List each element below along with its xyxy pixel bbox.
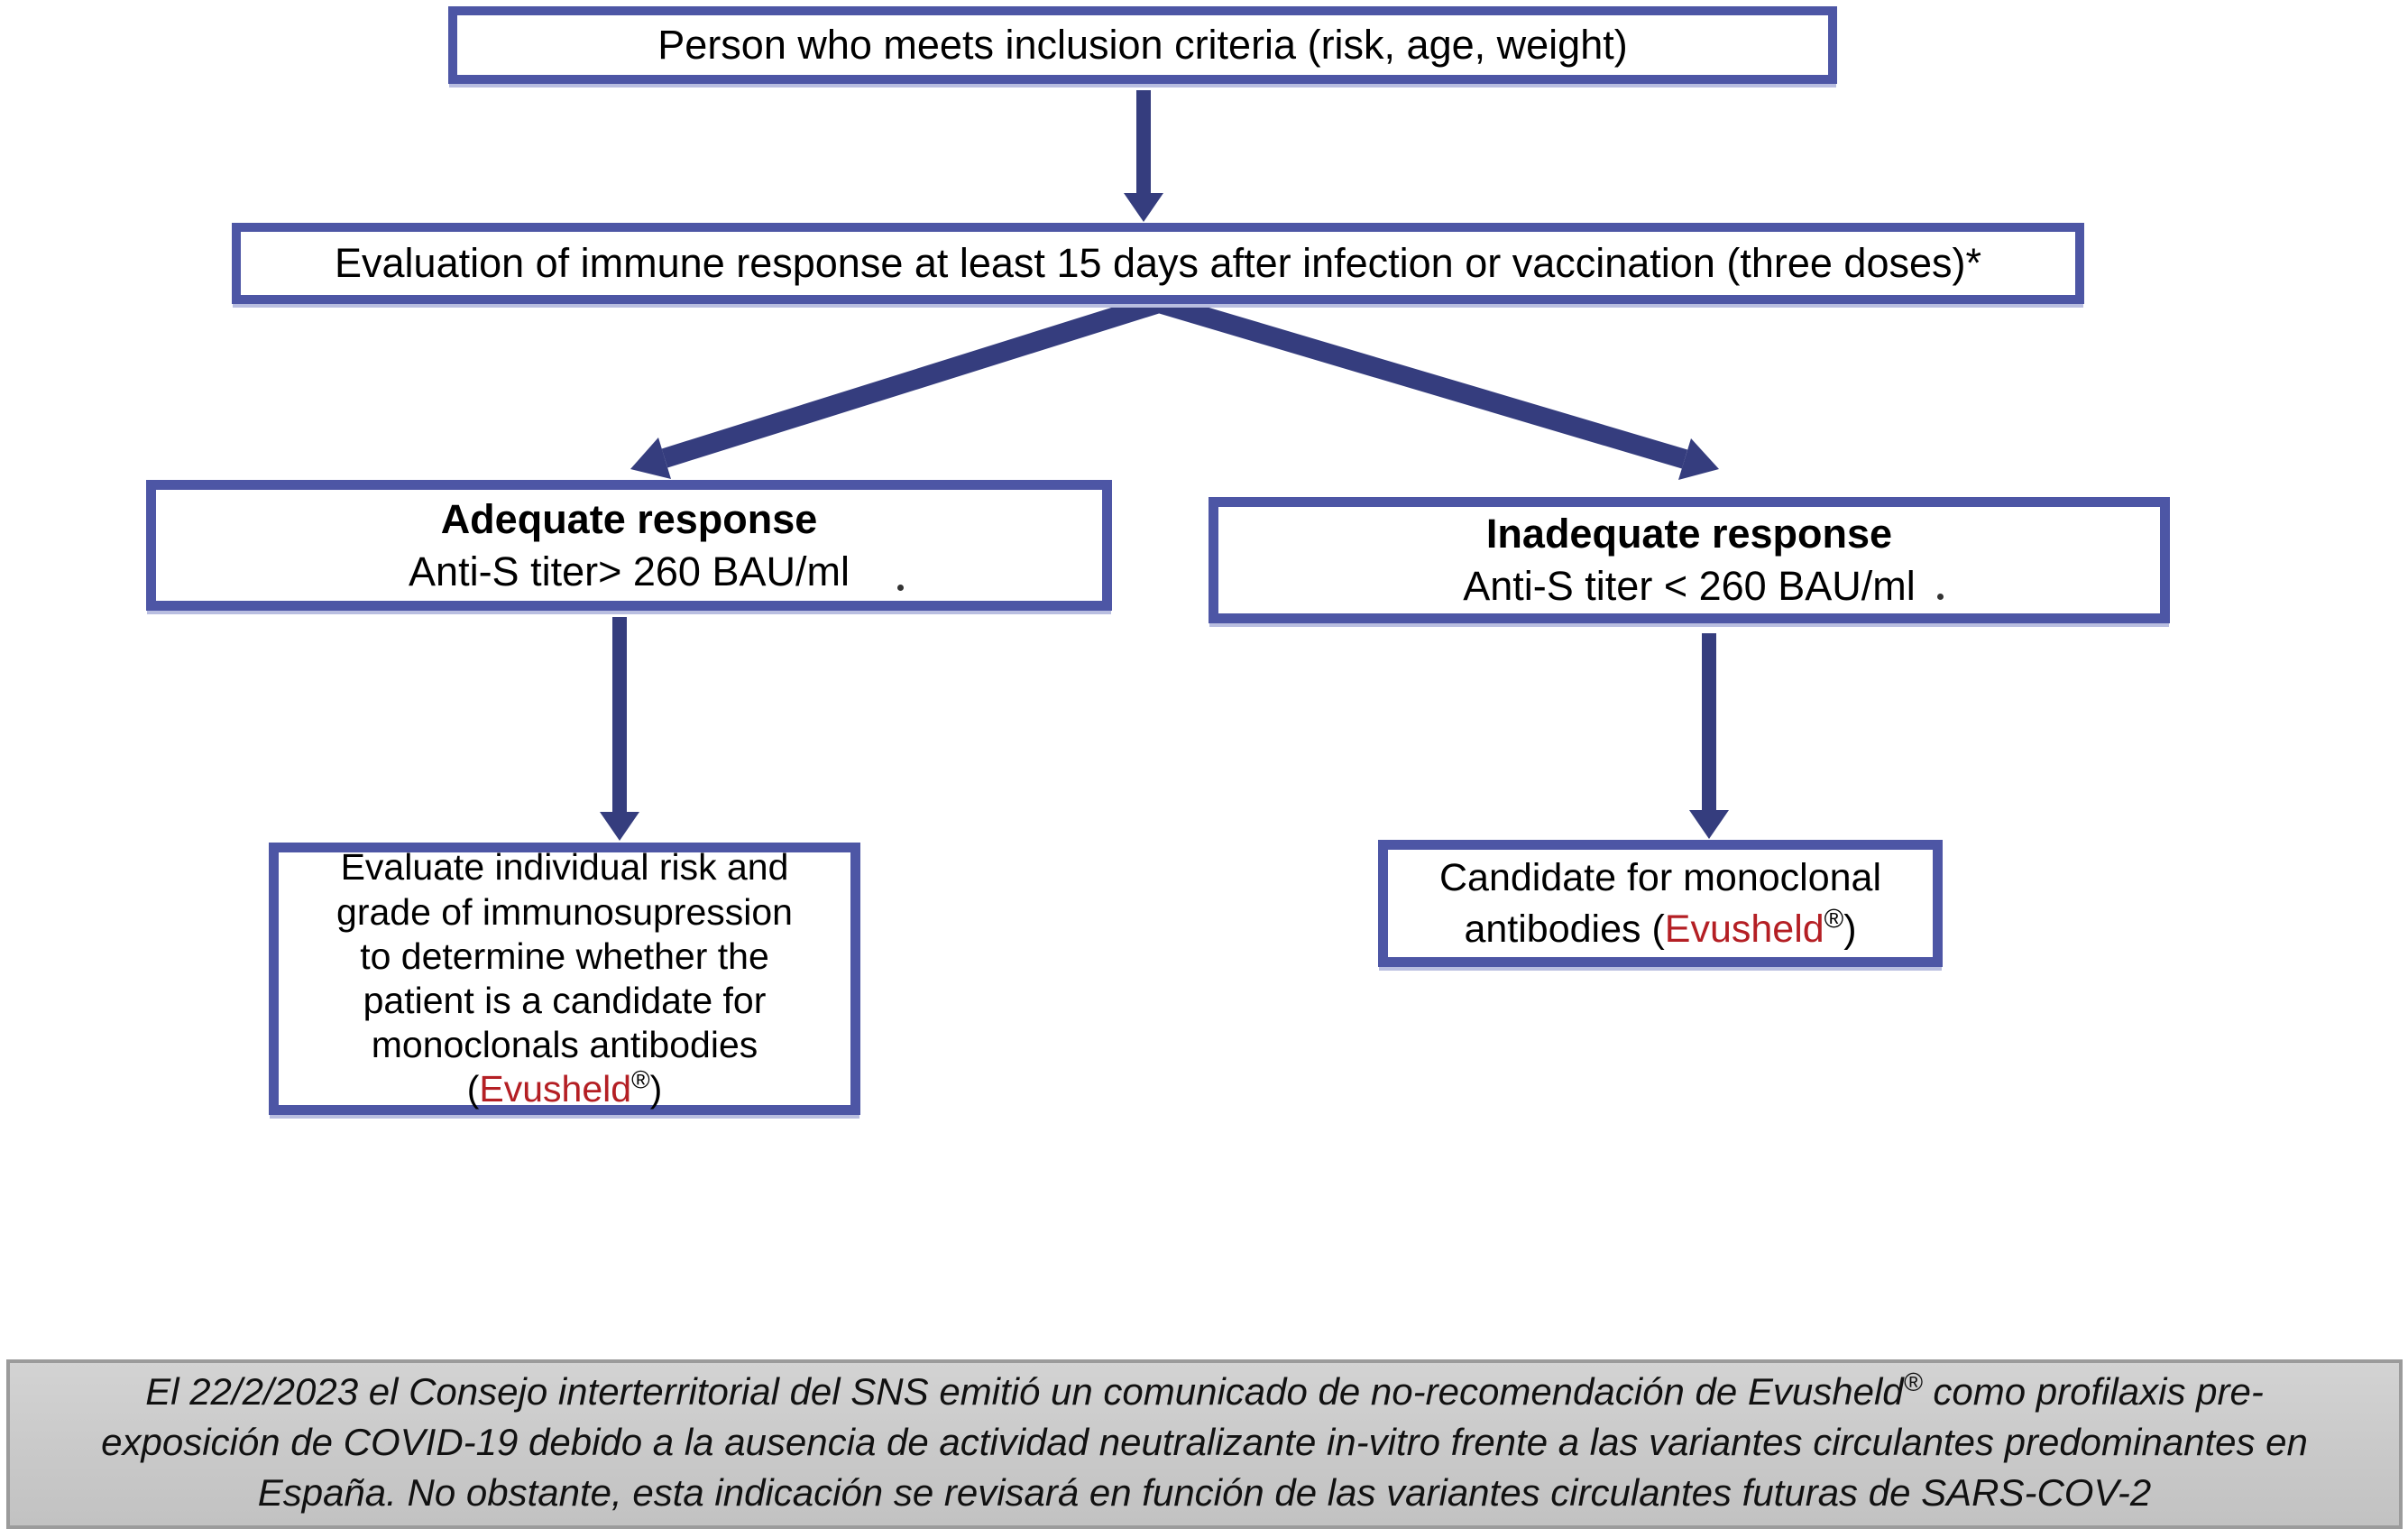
individual-risk-brand-line: (Evusheld®): [467, 1067, 663, 1111]
adequate-response-box: Adequate response Anti-S titer> 260 BAU/…: [146, 480, 1112, 611]
footnote-line2: exposición de COVID-19 debido a la ausen…: [101, 1421, 2308, 1464]
footnote-line1: El 22/2/2023 el Consejo interterritorial…: [145, 1367, 2264, 1417]
footnote-line3: España. No obstante, esta indicación se …: [257, 1470, 2152, 1514]
candidate-line2-suffix: ): [1843, 907, 1857, 951]
footnote-line1-suffix: como profilaxis pre-: [1922, 1370, 2264, 1414]
immune-evaluation-box: Evaluation of immune response at least 1…: [232, 223, 2084, 304]
arrow-inclusion-to-evaluation-icon: [1124, 90, 1163, 222]
inclusion-criteria-box: Person who meets inclusion criteria (ris…: [448, 6, 1837, 84]
monoclonal-candidate-line1: Candidate for monoclonal: [1438, 855, 1882, 899]
arrow-evaluation-to-inadequate-icon: [1155, 293, 1719, 480]
candidate-line2-prefix: antibodies (: [1464, 907, 1665, 951]
individual-risk-line: grade of immunosupression: [336, 890, 793, 933]
evusheld-brand: Evusheld: [1664, 907, 1824, 951]
individual-risk-box: Evaluate individual risk and grade of im…: [269, 843, 860, 1115]
registered-mark-icon: ®: [631, 1065, 650, 1094]
paren-open: (: [466, 1068, 480, 1110]
individual-risk-line: Evaluate individual risk and: [340, 846, 789, 889]
footnote-panel: El 22/2/2023 el Consejo interterritorial…: [6, 1359, 2403, 1529]
stray-dot: [897, 585, 904, 591]
evusheld-brand: Evusheld: [479, 1068, 632, 1110]
inadequate-response-box: Inadequate response Anti-S titer < 260 B…: [1209, 497, 2170, 623]
immune-evaluation-text: Evaluation of immune response at least 1…: [335, 240, 1981, 286]
footnote-line1-prefix: El 22/2/2023 el Consejo interterritorial…: [145, 1370, 1904, 1414]
individual-risk-line: to determine whether the: [360, 935, 769, 977]
inadequate-response-subtitle: Anti-S titer < 260 BAU/ml: [1463, 563, 1916, 609]
stray-dot: [1937, 594, 1944, 600]
monoclonal-candidate-box: Candidate for monoclonal antibodies (Evu…: [1378, 840, 1943, 967]
paren-close: ): [649, 1068, 663, 1110]
monoclonal-candidate-line2: antibodies (Evusheld®): [1464, 904, 1856, 955]
arrow-inadequate-to-candidate-icon: [1689, 633, 1729, 839]
individual-risk-line: monoclonals antibodies: [371, 1024, 758, 1066]
individual-risk-line: patient is a candidate for: [363, 980, 767, 1021]
registered-mark-icon: ®: [1903, 1368, 1923, 1398]
inadequate-response-title: Inadequate response: [1485, 511, 1893, 557]
arrow-adequate-to-risk-icon: [600, 617, 639, 841]
arrow-evaluation-to-adequate-icon: [630, 293, 1163, 479]
registered-mark-icon: ®: [1824, 905, 1844, 935]
inclusion-criteria-text: Person who meets inclusion criteria (ris…: [657, 22, 1628, 68]
adequate-response-subtitle: Anti-S titer> 260 BAU/ml: [409, 548, 850, 594]
adequate-response-title: Adequate response: [440, 495, 818, 542]
